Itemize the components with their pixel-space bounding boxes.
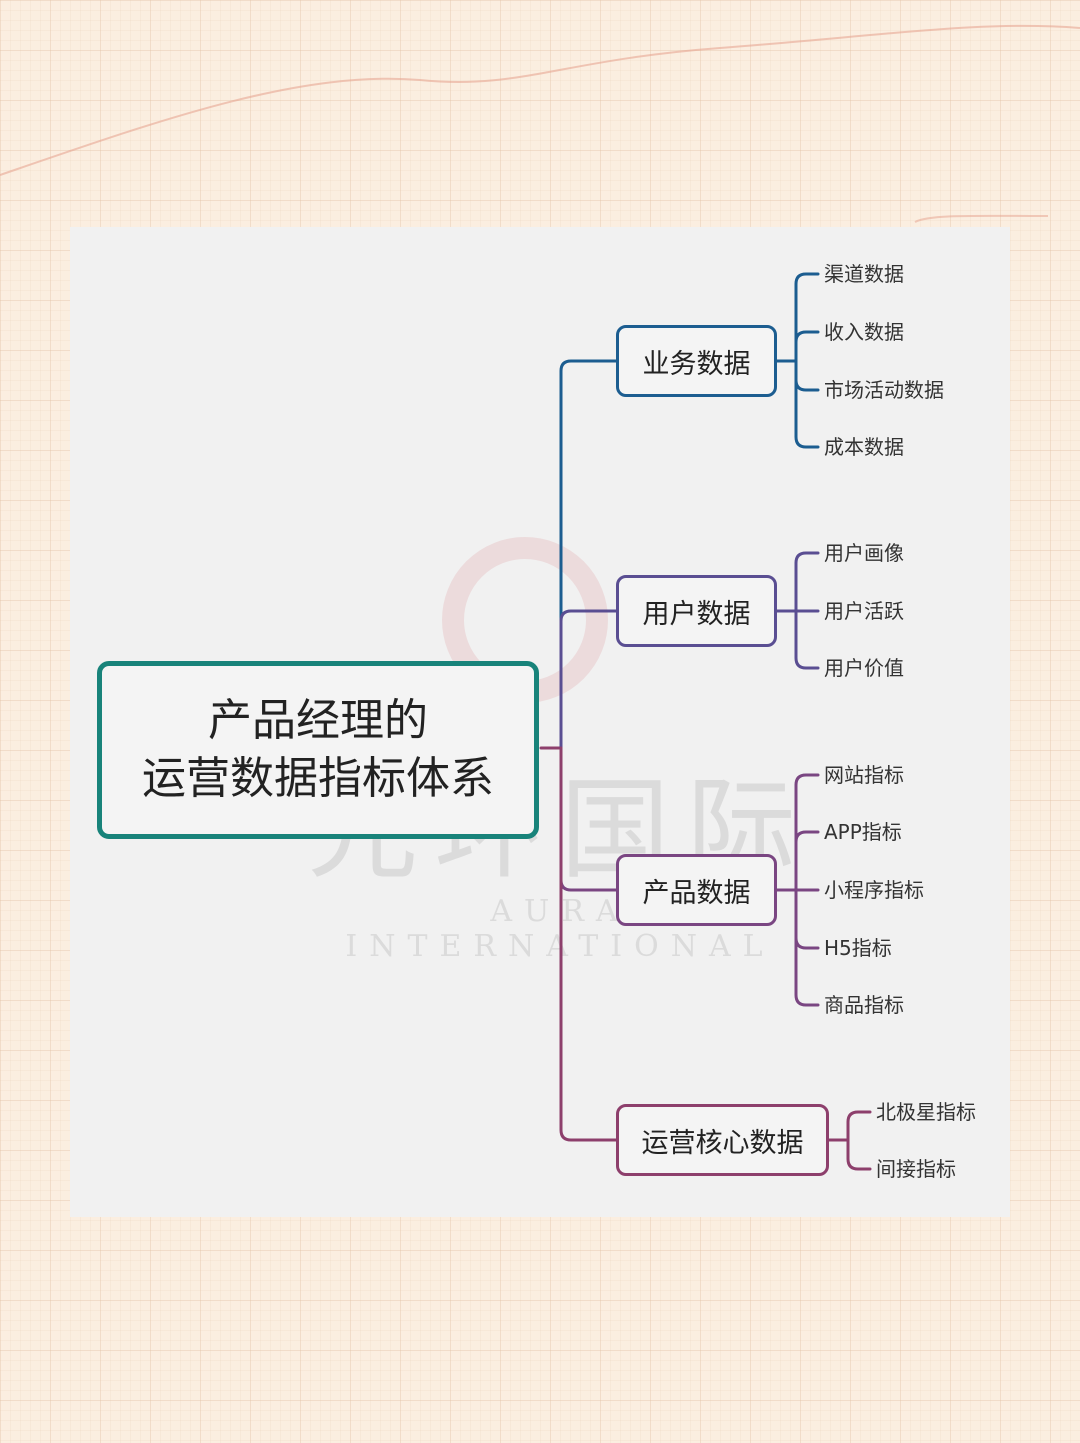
- connector-branch-2: [559, 746, 618, 892]
- connector-leaf-1-2: [794, 609, 820, 670]
- leaf-app-metrics[interactable]: APP指标: [824, 820, 902, 844]
- branch-label: 产品数据: [642, 877, 751, 909]
- leaf-goods-metrics[interactable]: 商品指标: [824, 993, 904, 1017]
- connector-leaf-0-2: [794, 359, 820, 392]
- connector-leaf-0-1: [794, 330, 820, 363]
- leaf-user-activity[interactable]: 用户活跃: [824, 599, 904, 623]
- leaf-website-metrics[interactable]: 网站指标: [824, 763, 904, 787]
- connector-leaf-3-0: [846, 1110, 872, 1142]
- leaf-cost-data[interactable]: 成本数据: [824, 435, 904, 459]
- leaf-north-star-metric[interactable]: 北极星指标: [876, 1100, 976, 1124]
- leaf-marketing-data[interactable]: 市场活动数据: [824, 378, 944, 402]
- leaf-channel-data[interactable]: 渠道数据: [824, 262, 904, 286]
- watermark-en: AURA INTERNATIONAL: [345, 894, 775, 964]
- leaf-user-value[interactable]: 用户价值: [824, 656, 904, 680]
- connector-leaf-2-3: [794, 888, 820, 950]
- connector-leaf-2-0: [794, 773, 820, 892]
- connector-branch-3: [559, 746, 618, 1142]
- leaf-h5-metrics[interactable]: H5指标: [824, 936, 892, 960]
- connector-branch-1: [559, 609, 618, 750]
- connector-leaf-0-3: [794, 359, 820, 449]
- connector-leaf-2-1: [794, 830, 820, 892]
- connector-leaf-0-0: [794, 272, 820, 363]
- root-topic[interactable]: 产品经理的 运营数据指标体系: [97, 661, 539, 839]
- connector-leaf-2-4: [794, 888, 820, 1007]
- root-topic-line2: 运营数据指标体系: [142, 753, 494, 804]
- branch-user-data[interactable]: 用户数据: [616, 575, 777, 647]
- branch-business-data[interactable]: 业务数据: [616, 325, 777, 397]
- branch-ops-core-data[interactable]: 运营核心数据: [616, 1104, 829, 1176]
- branch-label: 运营核心数据: [641, 1127, 804, 1159]
- branch-label: 用户数据: [642, 598, 751, 630]
- connector-leaf-3-1: [846, 1138, 872, 1171]
- root-topic-line1: 产品经理的: [208, 695, 428, 746]
- branch-label: 业务数据: [642, 348, 751, 380]
- connector-leaf-1-0: [794, 551, 820, 613]
- leaf-indirect-metrics[interactable]: 间接指标: [876, 1157, 956, 1181]
- leaf-user-profile[interactable]: 用户画像: [824, 541, 904, 565]
- leaf-revenue-data[interactable]: 收入数据: [824, 320, 904, 344]
- branch-product-data[interactable]: 产品数据: [616, 854, 777, 926]
- connector-branch-0: [559, 359, 618, 750]
- leaf-miniprogram-metrics[interactable]: 小程序指标: [824, 878, 924, 902]
